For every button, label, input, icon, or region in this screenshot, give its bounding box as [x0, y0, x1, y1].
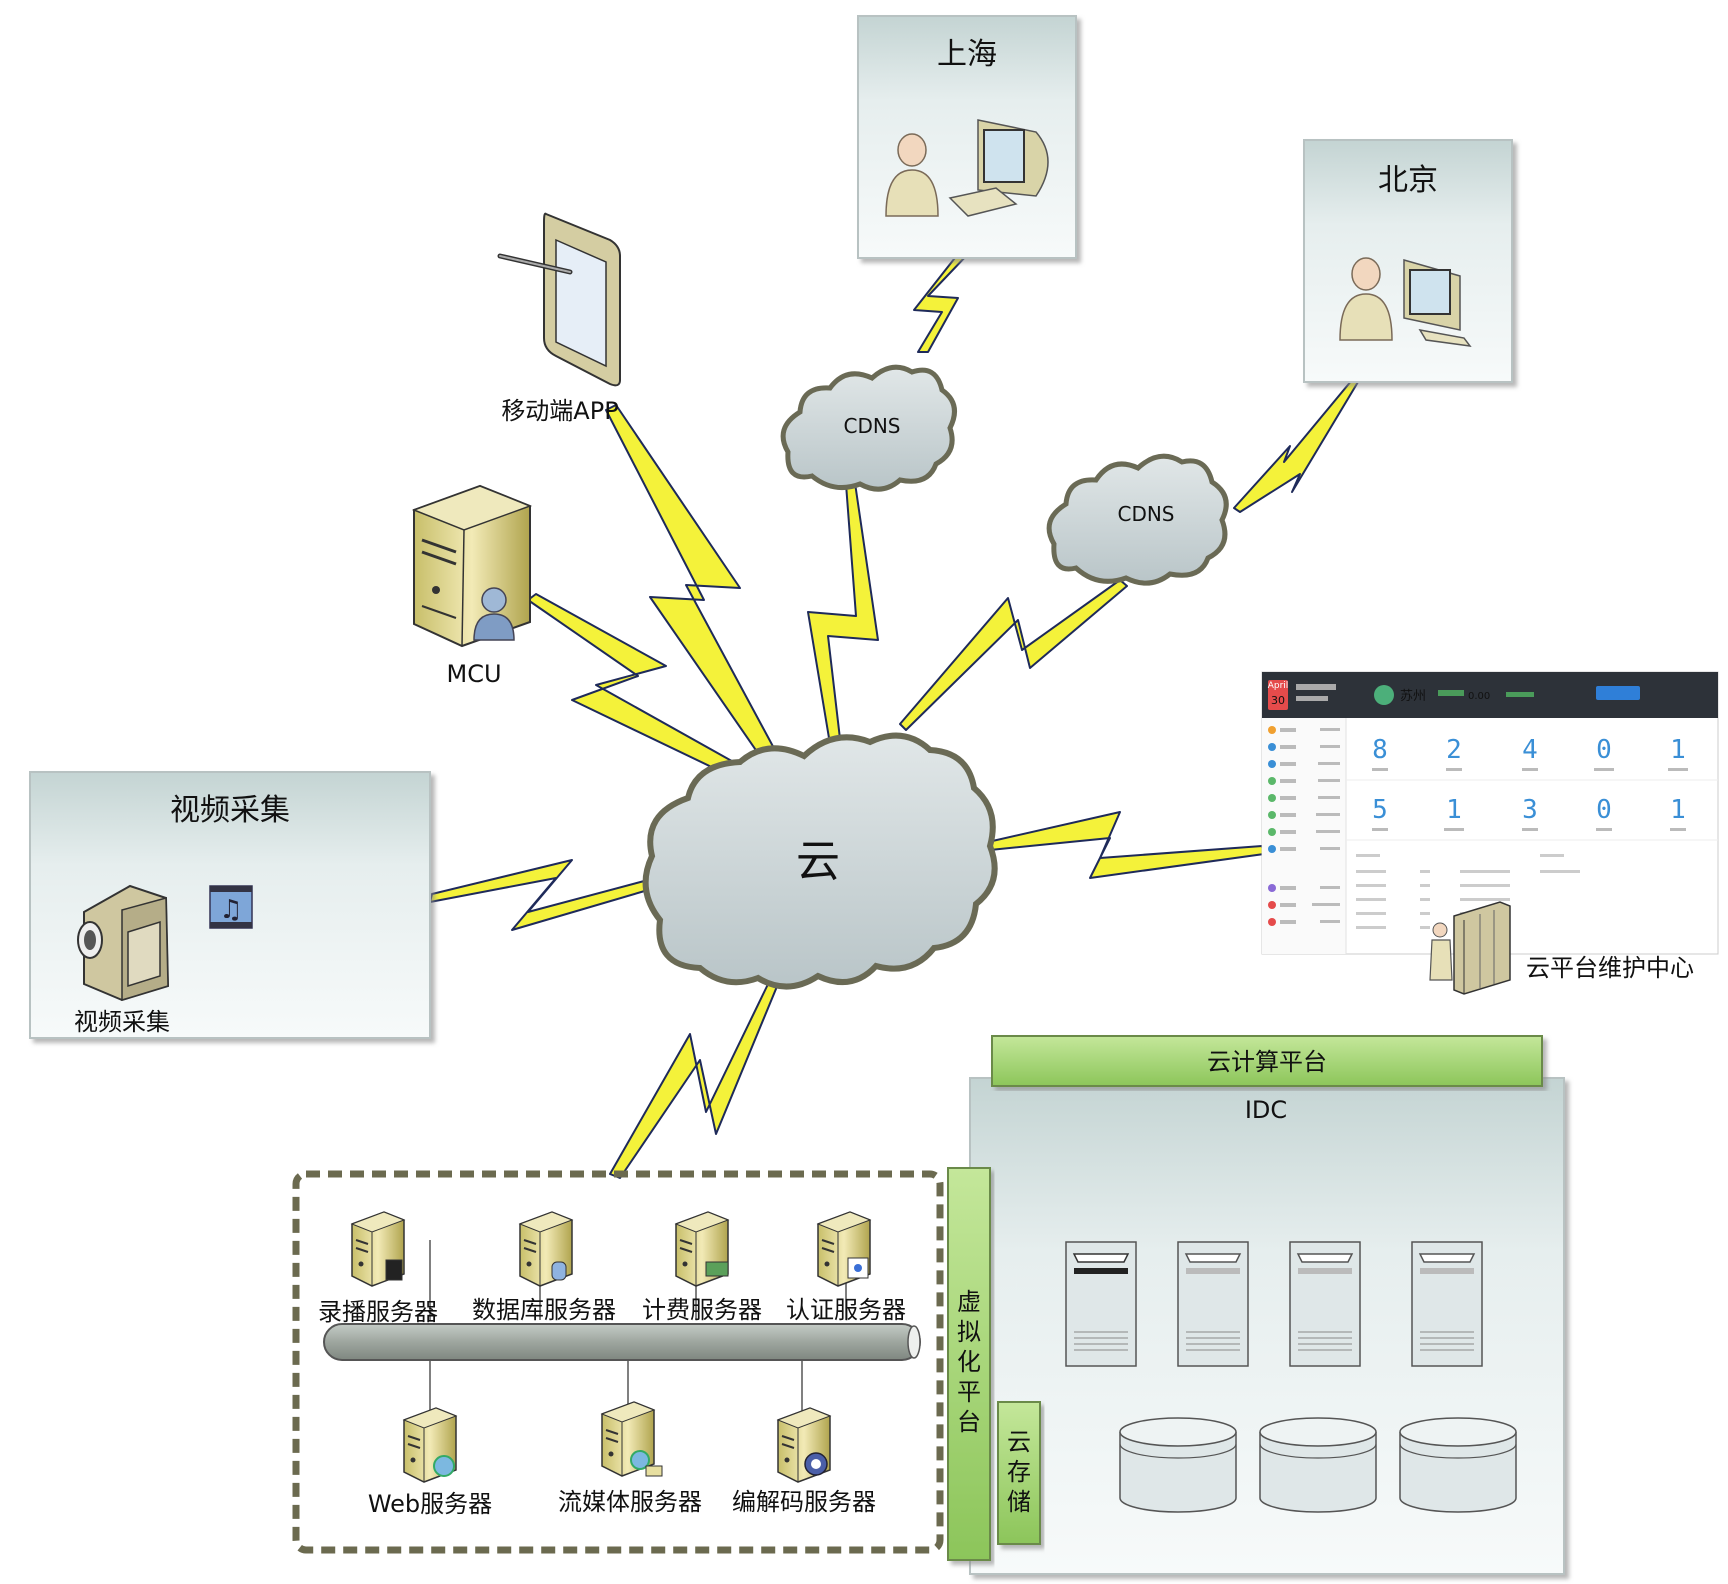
- cloud-platform-bar: [991, 1035, 1543, 1087]
- cdns-cloud-1: CDNS: [780, 364, 957, 492]
- rack-server-icon: [1065, 1241, 1137, 1367]
- dashboard-action-button[interactable]: [1596, 686, 1640, 700]
- user-icon: [1339, 257, 1393, 341]
- stat-value: 2: [1446, 735, 1462, 765]
- bolt-video-capture: [429, 859, 649, 931]
- server-icon: [776, 1407, 832, 1483]
- bolt-beijing: [1233, 379, 1359, 513]
- dashboard-sidebar: [1262, 718, 1347, 954]
- network-bus-pipe: [323, 1323, 921, 1361]
- shanghai-label: 上海: [937, 37, 997, 72]
- stat-value: 1: [1670, 795, 1686, 825]
- server-label: 认证服务器: [786, 1296, 906, 1324]
- server-user-icon: [411, 484, 533, 648]
- server-icon: [350, 1211, 406, 1287]
- mcu-node: MCU: [411, 484, 533, 688]
- rack-server-icon: [1177, 1241, 1249, 1367]
- beijing-panel: 北京: [1303, 139, 1513, 383]
- mobile-app-label: 移动端APP: [501, 397, 618, 425]
- cloud-label: 云: [796, 836, 840, 887]
- virtualization-char: 拟: [957, 1318, 981, 1346]
- server-icon: [518, 1211, 574, 1287]
- cdns-2-label: CDNS: [1117, 502, 1174, 526]
- server-icon: [600, 1401, 663, 1477]
- stat-value: 3: [1522, 795, 1538, 825]
- server-icon: [402, 1407, 458, 1483]
- monitor-icon: [1403, 259, 1472, 347]
- cloud-platform-label: 云计算平台: [1207, 1048, 1327, 1076]
- virtualization-char: 虚: [957, 1288, 981, 1316]
- computer-icon: [948, 119, 1049, 217]
- stat-value: 1: [1446, 795, 1462, 825]
- storage-char: 储: [1007, 1488, 1031, 1516]
- storage-char: 存: [1007, 1458, 1031, 1486]
- cdns-cloud-2: CDNS: [1046, 453, 1229, 586]
- stat-value: 0: [1596, 795, 1612, 825]
- server-label: Web服务器: [368, 1490, 492, 1518]
- mcu-label: MCU: [446, 660, 501, 688]
- dashboard-city: 苏州: [1400, 688, 1426, 704]
- stat-value: 8: [1372, 735, 1388, 765]
- video-capture-panel: 视频采集 ♫ 视频采集: [29, 771, 431, 1039]
- rack-server-icon: [1289, 1241, 1361, 1367]
- storage-bar: [997, 1401, 1041, 1545]
- storage-char: 云: [1007, 1428, 1031, 1456]
- rack-server-icon: [1411, 1241, 1483, 1367]
- location-pin-icon: [1374, 685, 1394, 705]
- bolt-cdns-2: [899, 579, 1128, 731]
- dashboard-date-day: 30: [1271, 694, 1285, 707]
- stat-value: 5: [1372, 795, 1388, 825]
- storage-cylinder-icon: [1259, 1417, 1377, 1513]
- camcorder-icon: [77, 884, 170, 1002]
- idc-title: IDC: [1245, 1096, 1287, 1124]
- shanghai-panel: 上海: [857, 15, 1077, 259]
- server-label: 编解码服务器: [732, 1488, 876, 1516]
- dashboard-balance: 0.00: [1468, 691, 1490, 702]
- bolt-maintenance: [987, 811, 1265, 879]
- stat-value: 1: [1670, 735, 1686, 765]
- server-cluster: 录播服务器 数据库服务器 计费服务器 认证服务器: [292, 1170, 944, 1554]
- bolt-shanghai: [913, 253, 969, 353]
- server-icon: [816, 1211, 872, 1287]
- virtualization-char: 平: [957, 1378, 981, 1406]
- video-capture-label: 视频采集: [74, 1008, 170, 1036]
- cdns-1-label: CDNS: [843, 414, 900, 438]
- mobile-app-node: 移动端APP: [497, 212, 621, 425]
- server-label: 流媒体服务器: [558, 1488, 702, 1516]
- virtualization-char: 化: [957, 1348, 981, 1376]
- storage-cylinder-icon: [1119, 1417, 1237, 1513]
- dashboard-date-month: April: [1268, 681, 1289, 691]
- server-icon: [674, 1211, 730, 1287]
- cloud-maintenance-label: 云平台维护中心: [1526, 954, 1694, 982]
- bolt-server-cluster: [609, 979, 779, 1179]
- server-label: 计费服务器: [642, 1296, 762, 1324]
- server-label: 数据库服务器: [472, 1296, 616, 1324]
- stat-value: 0: [1596, 735, 1612, 765]
- virtualization-char: 台: [957, 1408, 981, 1436]
- user-icon: [885, 133, 939, 217]
- central-cloud: 云: [642, 732, 998, 990]
- cloud-maintenance-dashboard: April 30 苏州 0.00: [1261, 671, 1719, 995]
- beijing-label: 北京: [1378, 163, 1438, 198]
- dashboard-stats: 8 2 4 0 1 5 1 3 0 1: [1346, 735, 1718, 929]
- server-label: 录播服务器: [318, 1298, 438, 1326]
- media-file-icon: ♫: [209, 885, 253, 929]
- tablet-icon: [497, 212, 621, 387]
- stat-value: 4: [1522, 735, 1538, 765]
- virtualization-bar: [947, 1167, 991, 1561]
- video-capture-title: 视频采集: [170, 793, 290, 828]
- storage-cylinder-icon: [1399, 1417, 1517, 1513]
- idc-section: 云计算平台 IDC 虚 拟 化 平 台 云 存 储: [947, 1035, 1565, 1575]
- technician-server-rack-icon: [1429, 901, 1511, 995]
- svg-text:♫: ♫: [219, 895, 242, 925]
- bolt-cdns-1: [807, 482, 879, 757]
